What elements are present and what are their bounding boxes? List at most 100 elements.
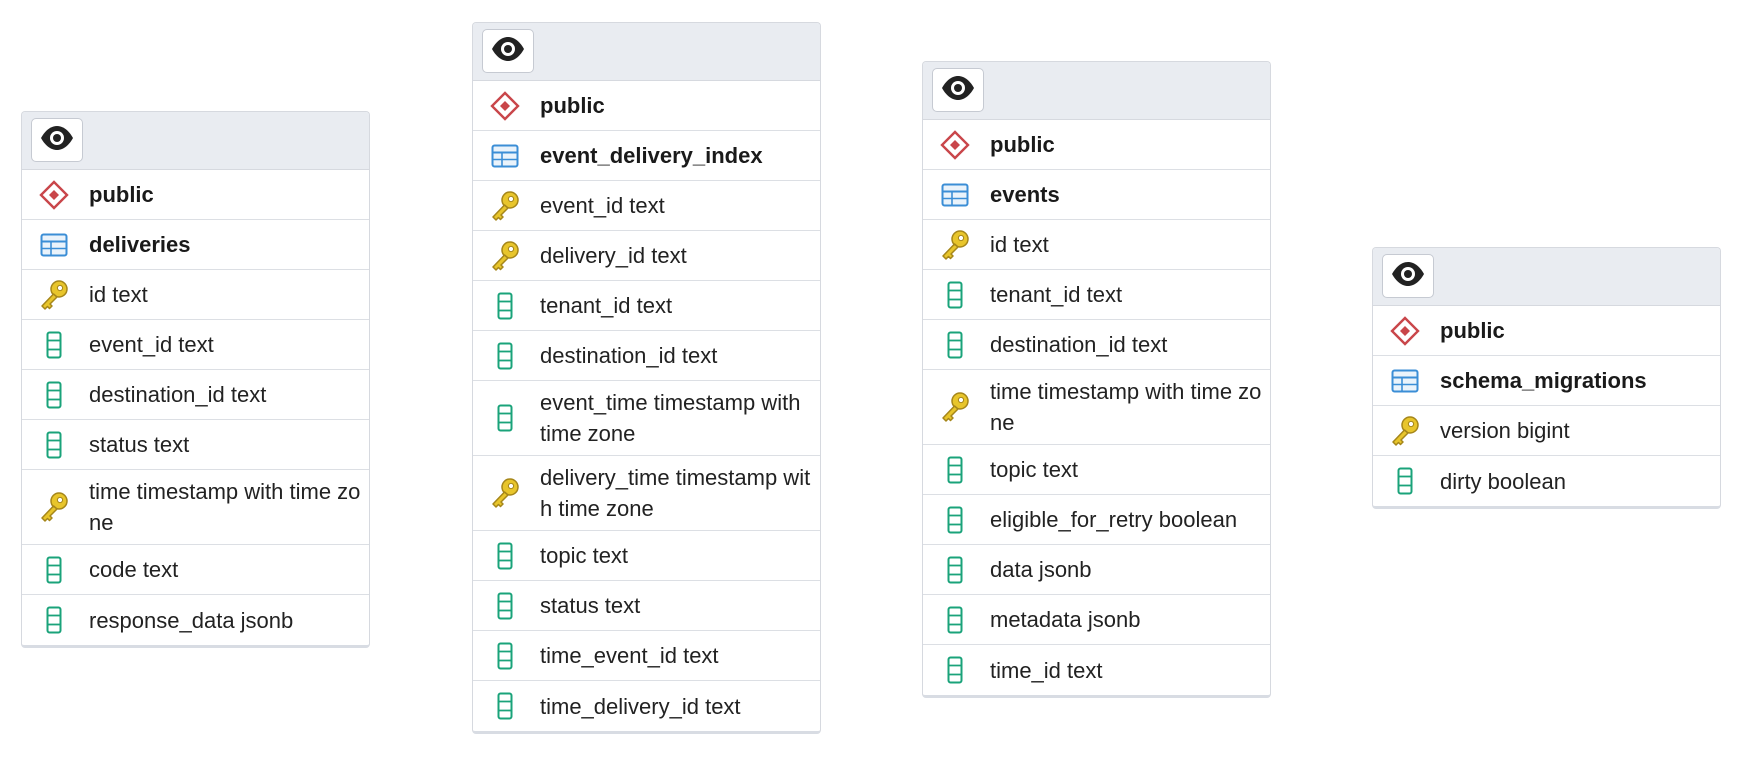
table-node-event-delivery-index[interactable]: public event_delivery_index event_id text d… — [472, 22, 821, 734]
column-label: topic text — [540, 543, 629, 568]
table-name-row[interactable]: events — [923, 170, 1270, 220]
column-row[interactable]: destination_id text — [22, 370, 369, 420]
schema-row[interactable]: public — [22, 170, 369, 220]
schema-row[interactable]: public — [1373, 306, 1720, 356]
column-icon — [38, 379, 70, 411]
column-label: time_event_id text — [540, 643, 719, 668]
column-label: response_data jsonb — [89, 607, 294, 633]
schema-name: public — [1440, 318, 1505, 343]
schema-diamond-icon — [1389, 315, 1421, 347]
eye-icon — [491, 36, 525, 66]
column-row[interactable]: metadata jsonb — [923, 595, 1270, 645]
eye-icon — [1391, 261, 1425, 291]
column-icon — [489, 690, 521, 722]
column-row[interactable]: time timestamp with time zone — [22, 470, 369, 545]
view-toggle-button[interactable] — [31, 118, 83, 162]
table-name: event_delivery_index — [540, 143, 763, 168]
column-row[interactable]: tenant_id text — [923, 270, 1270, 320]
column-row[interactable]: topic text — [923, 445, 1270, 495]
column-icon — [489, 540, 521, 572]
table-name: events — [990, 182, 1060, 207]
table-name: schema_migrations — [1440, 368, 1647, 393]
table-name: deliveries — [89, 232, 191, 257]
column-row[interactable]: status text — [473, 581, 820, 631]
column-row[interactable]: delivery_id text — [473, 231, 820, 281]
column-icon — [489, 340, 521, 372]
column-icon — [38, 554, 70, 586]
column-row[interactable]: status text — [22, 420, 369, 470]
column-label: destination_id text — [990, 332, 1168, 357]
column-label: tenant_id text — [990, 282, 1123, 307]
column-row[interactable]: id text — [923, 220, 1270, 270]
column-icon — [489, 640, 521, 672]
table-node-deliveries[interactable]: public deliveries id text event_id text dest… — [21, 111, 370, 648]
column-row[interactable]: response_data jsonb — [22, 595, 369, 645]
column-row[interactable]: dirty boolean — [1373, 456, 1720, 506]
table-node-events[interactable]: public events id text tenant_id text destina… — [922, 61, 1271, 698]
column-label: metadata jsonb — [990, 607, 1141, 632]
key-icon — [489, 240, 521, 272]
schema-name: public — [990, 132, 1055, 157]
column-icon — [939, 454, 971, 486]
view-toggle-button[interactable] — [482, 29, 534, 73]
table-header — [22, 112, 369, 170]
column-label: status text — [89, 432, 190, 457]
column-row[interactable]: event_id text — [22, 320, 369, 370]
table-name-row[interactable]: deliveries — [22, 220, 369, 270]
column-label: destination_id text — [540, 343, 718, 368]
column-label: eligible_for_retry boolean — [990, 507, 1238, 532]
table-grid-icon — [939, 179, 971, 211]
column-label: id text — [89, 282, 148, 307]
key-icon — [939, 229, 971, 261]
column-row[interactable]: time_id text — [923, 645, 1270, 695]
key-icon — [38, 279, 70, 311]
column-icon — [489, 590, 521, 622]
column-label: code text — [89, 557, 179, 582]
column-label: topic text — [990, 457, 1079, 482]
column-icon — [489, 402, 521, 434]
column-row[interactable]: destination_id text — [473, 331, 820, 381]
column-label: version bigint — [1440, 418, 1570, 443]
view-toggle-button[interactable] — [932, 68, 984, 112]
column-row[interactable]: time_event_id text — [473, 631, 820, 681]
column-icon — [939, 504, 971, 536]
column-icon — [489, 290, 521, 322]
column-label: delivery_time timestamp with time zone — [540, 465, 811, 521]
column-row[interactable]: version bigint — [1373, 406, 1720, 456]
table-header — [473, 23, 820, 81]
schema-row[interactable]: public — [923, 120, 1270, 170]
column-label: event_id text — [89, 332, 214, 357]
table-grid-icon — [1389, 365, 1421, 397]
column-row[interactable]: data jsonb — [923, 545, 1270, 595]
column-label: time_id text — [990, 657, 1103, 683]
key-icon — [38, 491, 70, 523]
column-label: dirty boolean — [1440, 468, 1566, 494]
schema-row[interactable]: public — [473, 81, 820, 131]
column-icon — [38, 329, 70, 361]
column-row[interactable]: time timestamp with time zone — [923, 370, 1270, 445]
column-row[interactable]: eligible_for_retry boolean — [923, 495, 1270, 545]
column-row[interactable]: event_time timestamp with time zone — [473, 381, 820, 456]
column-label: time timestamp with time zone — [89, 479, 361, 535]
column-row[interactable]: delivery_time timestamp with time zone — [473, 456, 820, 531]
table-grid-icon — [489, 140, 521, 172]
column-row[interactable]: event_id text — [473, 181, 820, 231]
schema-diamond-icon — [939, 129, 971, 161]
column-row[interactable]: code text — [22, 545, 369, 595]
column-row[interactable]: tenant_id text — [473, 281, 820, 331]
table-name-row[interactable]: schema_migrations — [1373, 356, 1720, 406]
table-name-row[interactable]: event_delivery_index — [473, 131, 820, 181]
column-label: tenant_id text — [540, 293, 673, 318]
column-icon — [939, 604, 971, 636]
schema-diamond-icon — [489, 90, 521, 122]
column-row[interactable]: time_delivery_id text — [473, 681, 820, 731]
column-icon — [1389, 465, 1421, 497]
column-label: delivery_id text — [540, 243, 687, 268]
column-icon — [939, 329, 971, 361]
column-row[interactable]: destination_id text — [923, 320, 1270, 370]
column-row[interactable]: topic text — [473, 531, 820, 581]
key-icon — [489, 190, 521, 222]
view-toggle-button[interactable] — [1382, 254, 1434, 298]
column-row[interactable]: id text — [22, 270, 369, 320]
